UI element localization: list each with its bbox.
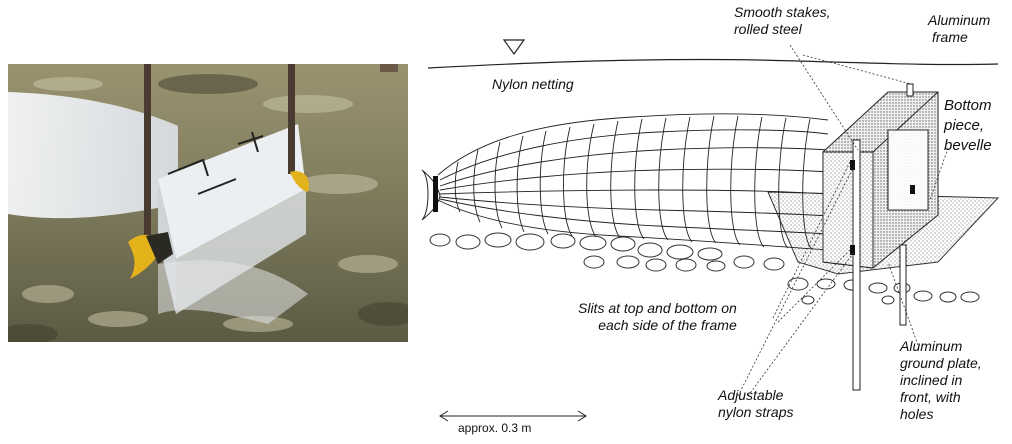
label-ground-plate-line3: inclined in [900, 372, 982, 389]
label-ground-plate-line5: holes [900, 406, 982, 423]
label-smooth-stakes-line2: rolled steel [734, 21, 831, 38]
label-bottom-piece-line2: piece, [944, 116, 992, 136]
label-bottom-piece-line1: Bottom [944, 96, 992, 116]
label-smooth-stakes-line1: Smooth stakes, [734, 4, 831, 21]
label-bottom-piece: Bottom piece, bevelle [944, 96, 992, 156]
label-nylon-netting-text: Nylon netting [492, 76, 574, 93]
label-nylon-straps: Adjustable nylon straps [718, 387, 793, 421]
label-slits-line1: Slits at top and bottom on [578, 300, 737, 317]
water-level-symbol [504, 40, 524, 54]
scale-bar-arrow [440, 411, 586, 421]
label-bottom-piece-line3: bevelle [944, 136, 992, 156]
rear-stake [900, 245, 906, 325]
scale-bar-label: approx. 0.3 m [458, 421, 531, 435]
stream-net-photo [8, 64, 408, 342]
water-surface-line [428, 59, 998, 68]
front-stake [853, 140, 860, 390]
label-ground-plate: Aluminum ground plate, inclined in front… [900, 338, 982, 423]
label-ground-plate-line1: Aluminum [900, 338, 982, 355]
label-aluminum-frame-line2: frame [928, 29, 990, 46]
label-ground-plate-line4: front, with [900, 389, 982, 406]
label-nylon-netting: Nylon netting [492, 76, 574, 93]
label-straps-line2: nylon straps [718, 404, 793, 421]
cod-end-clamp [433, 176, 438, 212]
label-ground-plate-line2: ground plate, [900, 355, 982, 372]
label-smooth-stakes: Smooth stakes, rolled steel [734, 4, 831, 38]
label-slits-line2: each side of the frame [578, 317, 737, 334]
label-slits: Slits at top and bottom on each side of … [578, 300, 737, 334]
label-aluminum-frame: Aluminum frame [928, 12, 990, 46]
frame-top-tab [907, 84, 913, 96]
label-aluminum-frame-line1: Aluminum [928, 12, 990, 29]
label-straps-line1: Adjustable [718, 387, 793, 404]
drift-net-diagram: Smooth stakes, rolled steel Aluminum fra… [418, 0, 1012, 439]
nylon-net [438, 114, 828, 250]
